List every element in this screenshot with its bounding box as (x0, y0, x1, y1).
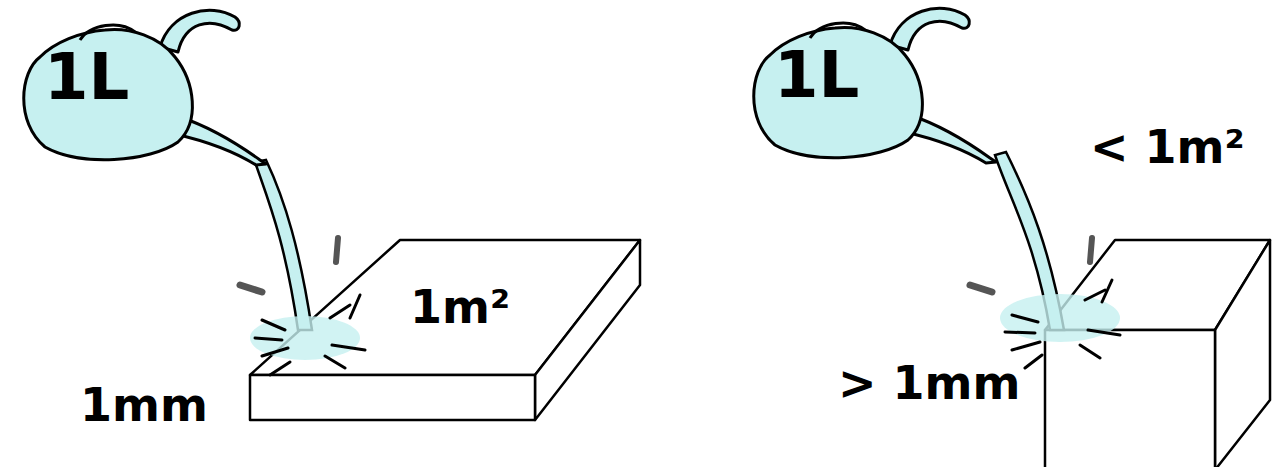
watering-can: 1L (10, 2, 270, 172)
cube (1045, 240, 1270, 467)
dimension-label: < 1m² (1090, 120, 1245, 174)
dimension-label: > 1mm (838, 356, 1020, 410)
water-stream (970, 152, 1120, 368)
dimension-label: 1mm (80, 378, 208, 432)
watering-can: 1L (740, 0, 1000, 170)
thin-slab (250, 240, 640, 420)
volume-label: 1L (774, 38, 859, 112)
dimension-label: 1m² (410, 280, 510, 334)
volume-label: 1L (44, 40, 129, 114)
water-stream (240, 160, 365, 375)
